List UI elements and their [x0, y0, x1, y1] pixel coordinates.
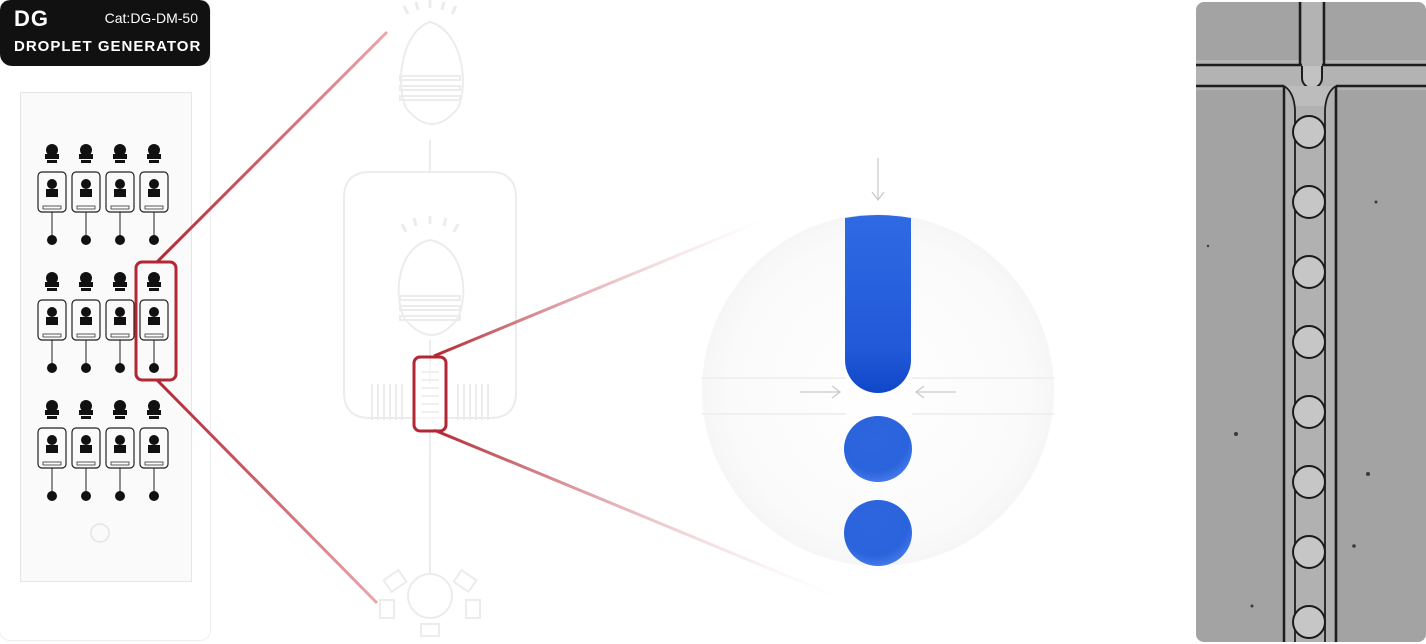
zoom-channel-outline [702, 377, 1054, 415]
zoom-line-upper-2 [433, 216, 769, 358]
chip-unit [71, 272, 101, 373]
chip-unit [139, 272, 169, 373]
chip-product-name: DROPLET GENERATOR [14, 38, 202, 55]
micrograph-droplet [1292, 255, 1326, 289]
micrograph-droplet [1292, 465, 1326, 499]
arrow-down-icon [871, 158, 885, 201]
chip-unit-grid [37, 144, 169, 501]
droplet-generator-chip: DG Cat:DG-DM-50 DROPLET GENERATOR [0, 0, 210, 640]
micrograph-droplet [1292, 535, 1326, 569]
zoom-droplet [844, 500, 912, 566]
zoom-line-upper-1 [155, 30, 389, 264]
chip-unit [71, 400, 101, 501]
chip-watermark [90, 523, 110, 543]
chip-unit [71, 144, 101, 245]
chip-unit [105, 272, 135, 373]
chip-unit [37, 400, 67, 501]
arrow-right-icon [800, 385, 841, 399]
chip-unit [105, 400, 135, 501]
micrograph-droplet [1292, 325, 1326, 359]
chip-unit [37, 272, 67, 373]
chip-unit [37, 144, 67, 245]
channel-ghost-drawing [343, 0, 517, 637]
chip-unit [139, 144, 169, 245]
droplet-micrograph [1196, 2, 1426, 642]
chip-brand: DG [14, 6, 49, 31]
micrograph-image [1196, 2, 1426, 642]
zoom-line-lower-2 [433, 428, 837, 598]
dispersed-phase-plug [845, 215, 911, 393]
chip-highlight-box [134, 260, 178, 382]
micrograph-droplet [1292, 185, 1326, 219]
arrow-left-icon [915, 385, 956, 399]
chip-unit [105, 144, 135, 245]
chip-unit [139, 400, 169, 501]
micrograph-droplet [1292, 605, 1326, 639]
chip-label: DG Cat:DG-DM-50 DROPLET GENERATOR [0, 0, 210, 66]
micrograph-droplet [1292, 115, 1326, 149]
channel-highlight-box [412, 355, 448, 433]
chip-catalog-number: Cat:DG-DM-50 [104, 10, 198, 26]
zoom-droplet [844, 416, 912, 482]
zoom-line-lower-1 [155, 378, 379, 605]
micrograph-droplet [1292, 395, 1326, 429]
